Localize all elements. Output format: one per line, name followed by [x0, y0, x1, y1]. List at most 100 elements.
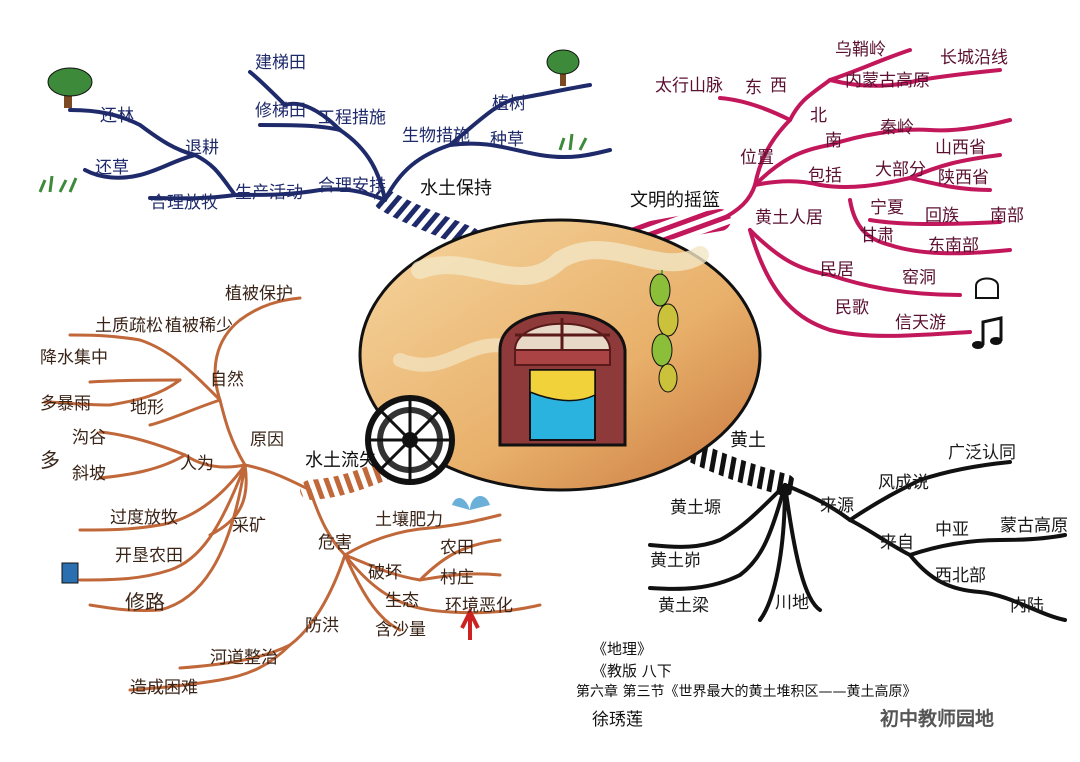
erosion-farmland: 农田 — [440, 538, 474, 558]
loess-wind-note: 广泛认同 — [948, 443, 1016, 463]
erosion-soil-loose: 土质疏松 — [95, 316, 163, 336]
civil-people: 黄土人居 — [755, 208, 823, 228]
soil-title: 水土保持 — [420, 178, 492, 199]
loess-source: 来源 — [820, 496, 854, 516]
erosion-slope: 斜坡 — [72, 464, 106, 484]
civil-south-part: 南部 — [990, 206, 1024, 226]
erosion-nature: 自然 — [210, 370, 244, 390]
music-note-icon — [972, 316, 1003, 349]
civil-southeast: 东南部 — [928, 236, 979, 256]
civil-gansu: 甘肃 — [860, 226, 894, 246]
civil-taihang: 太行山脉 — [655, 76, 723, 96]
erosion-harm: 危害 — [318, 533, 352, 553]
sprout-icon — [452, 495, 490, 510]
tree-icon-right — [546, 49, 580, 86]
soil-dam: 修梯田 — [255, 101, 306, 121]
loess-title: 黄土 — [730, 430, 766, 451]
soil-engineering: 工程措施 — [318, 108, 386, 128]
soil-return-grass: 还草 — [95, 158, 129, 178]
soil-human: 生产活动 — [235, 183, 303, 203]
civil-shaanxi: 陕西省 — [938, 168, 989, 188]
civil-xintianyou: 信天游 — [895, 313, 946, 333]
civil-wushaoling: 乌鞘岭 — [835, 40, 886, 60]
civil-shanxi: 山西省 — [935, 138, 986, 158]
soil-plant-grass: 种草 — [490, 130, 524, 150]
footer-line2: 《教版 八下 — [592, 662, 672, 680]
erosion-human: 人为 — [180, 454, 214, 474]
civil-south: 南 — [825, 131, 842, 151]
erosion-terrain: 地形 — [130, 398, 164, 418]
civil-yaodong: 窑洞 — [902, 268, 936, 288]
loess-inland: 内陆 — [1010, 596, 1044, 616]
footer-author: 徐琇莲 — [592, 710, 643, 730]
tree-icon — [47, 67, 93, 108]
footer-line1: 《地理》 — [592, 640, 653, 658]
loess-yuan: 黄土塬 — [670, 498, 721, 518]
erosion-river: 河道整治 — [210, 648, 278, 668]
civil-west: 西 — [770, 76, 787, 96]
erosion-overgraze: 过度放牧 — [110, 508, 178, 528]
soil-branch — [68, 70, 612, 249]
civil-branch — [609, 48, 1012, 338]
civil-include: 包括 — [808, 166, 842, 186]
erosion-mining: 采矿 — [232, 516, 266, 536]
arrow-up-icon — [460, 607, 480, 640]
loess-wind: 风成说 — [878, 473, 929, 493]
watermark-text: 初中教师园地 — [880, 708, 995, 730]
erosion-road: 修路 — [125, 590, 165, 614]
loess-liang: 黄土梁 — [658, 596, 709, 616]
grass-icon — [38, 133, 588, 193]
loess-chuandi: 川地 — [775, 593, 809, 613]
erosion-ecology: 生态 — [385, 591, 419, 611]
civil-qinling: 秦岭 — [880, 118, 914, 138]
corn-icon — [649, 270, 679, 393]
cart-wheel-icon — [365, 395, 455, 485]
loess-northwest: 西北部 — [935, 566, 986, 586]
erosion-difficult: 造成困难 — [130, 678, 198, 698]
loess-central-asia: 中亚 — [935, 520, 969, 540]
center-cave-dwelling-illustration — [358, 218, 762, 492]
book-icon — [61, 562, 79, 584]
erosion-reclaim: 开垦农田 — [115, 546, 183, 566]
soil-bio: 生物措施 — [402, 126, 470, 146]
civil-north: 北 — [810, 106, 827, 126]
civil-position: 位置 — [740, 148, 774, 168]
erosion-fertility: 土壤肥力 — [375, 510, 443, 530]
cave-small-icon — [975, 277, 999, 299]
erosion-storm: 多暴雨 — [40, 394, 91, 414]
erosion-destroy: 破坏 — [368, 563, 402, 583]
erosion-many: 多 — [40, 448, 60, 472]
civil-ningxia: 宁夏 — [870, 198, 904, 218]
soil-return-forest: 还林 — [100, 106, 134, 126]
civil-huizu: 回族 — [925, 206, 959, 226]
erosion-cause: 原因 — [250, 430, 284, 450]
erosion-gully: 沟谷 — [72, 428, 106, 448]
soil-terrace-build: 建梯田 — [255, 53, 306, 73]
loess-mao: 黄土峁 — [650, 551, 701, 571]
footer-line3: 第六章 第三节《世界最大的黄土堆积区——黄土高原》 — [576, 684, 917, 700]
loess-branch — [648, 439, 1067, 622]
civil-most: 大部分 — [875, 160, 926, 180]
soil-reasonable-count: 合理放牧 — [150, 193, 218, 213]
loess-from: 来自 — [880, 533, 914, 553]
soil-return-farm: 退耕 — [185, 138, 219, 158]
erosion-village: 村庄 — [440, 568, 474, 588]
civil-inner-mongolia: 内蒙古高原 — [845, 71, 930, 91]
civil-folk-song: 民歌 — [835, 298, 869, 318]
erosion-branch — [43, 296, 542, 692]
erosion-sediment: 含沙量 — [375, 620, 426, 640]
soil-plant-tree: 植树 — [492, 94, 526, 114]
erosion-env-worse: 环境恶化 — [445, 596, 513, 616]
civil-dwelling: 民居 — [820, 260, 854, 280]
erosion-vegetation: 植被稀少 — [165, 316, 233, 336]
civil-title: 文明的摇篮 — [630, 190, 720, 211]
civil-great-wall: 长城沿线 — [940, 48, 1008, 68]
soil-reasonable: 合理安排 — [318, 176, 386, 196]
erosion-vegetation-protect: 植被保护 — [225, 284, 293, 304]
erosion-flood: 防洪 — [305, 616, 339, 636]
erosion-rain: 降水集中 — [40, 348, 108, 368]
civil-east: 东 — [745, 78, 762, 98]
loess-mongolia-plateau: 蒙古高原 — [1000, 516, 1068, 536]
erosion-title: 水土流失 — [305, 450, 377, 471]
